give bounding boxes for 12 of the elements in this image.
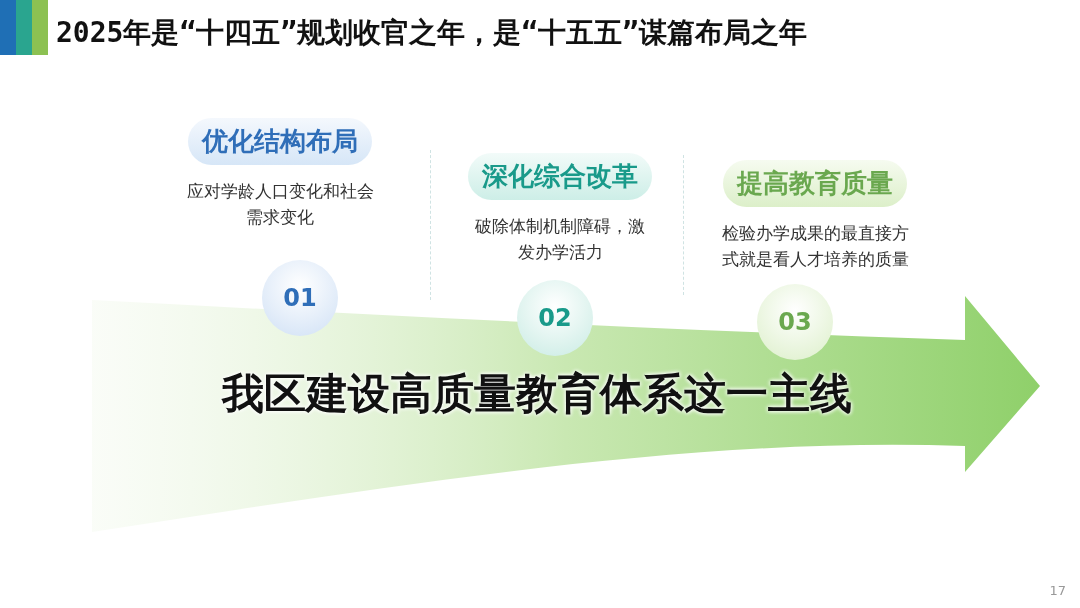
heading-pill: 深化综合改革 (468, 153, 652, 200)
number-circle: 01 (262, 260, 338, 336)
description-text: 破除体制机制障碍，激发办学活力 (474, 215, 646, 264)
heading-pill: 提高教育质量 (723, 160, 907, 207)
page-number: 17 (1049, 583, 1066, 598)
number-circle: 03 (757, 284, 833, 360)
banner-text: 我区建设高质量教育体系这一主线 (222, 368, 852, 420)
description-text: 检验办学成果的最直接方式就是看人才培养的质量 (720, 222, 910, 271)
slide-title: 2025年是“十四五”规划收官之年，是“十五五”谋篇布局之年 (56, 15, 807, 51)
heading-pill: 优化结构布局 (188, 118, 372, 165)
number-circle: 02 (517, 280, 593, 356)
description-text: 应对学龄人口变化和社会需求变化 (185, 180, 375, 229)
